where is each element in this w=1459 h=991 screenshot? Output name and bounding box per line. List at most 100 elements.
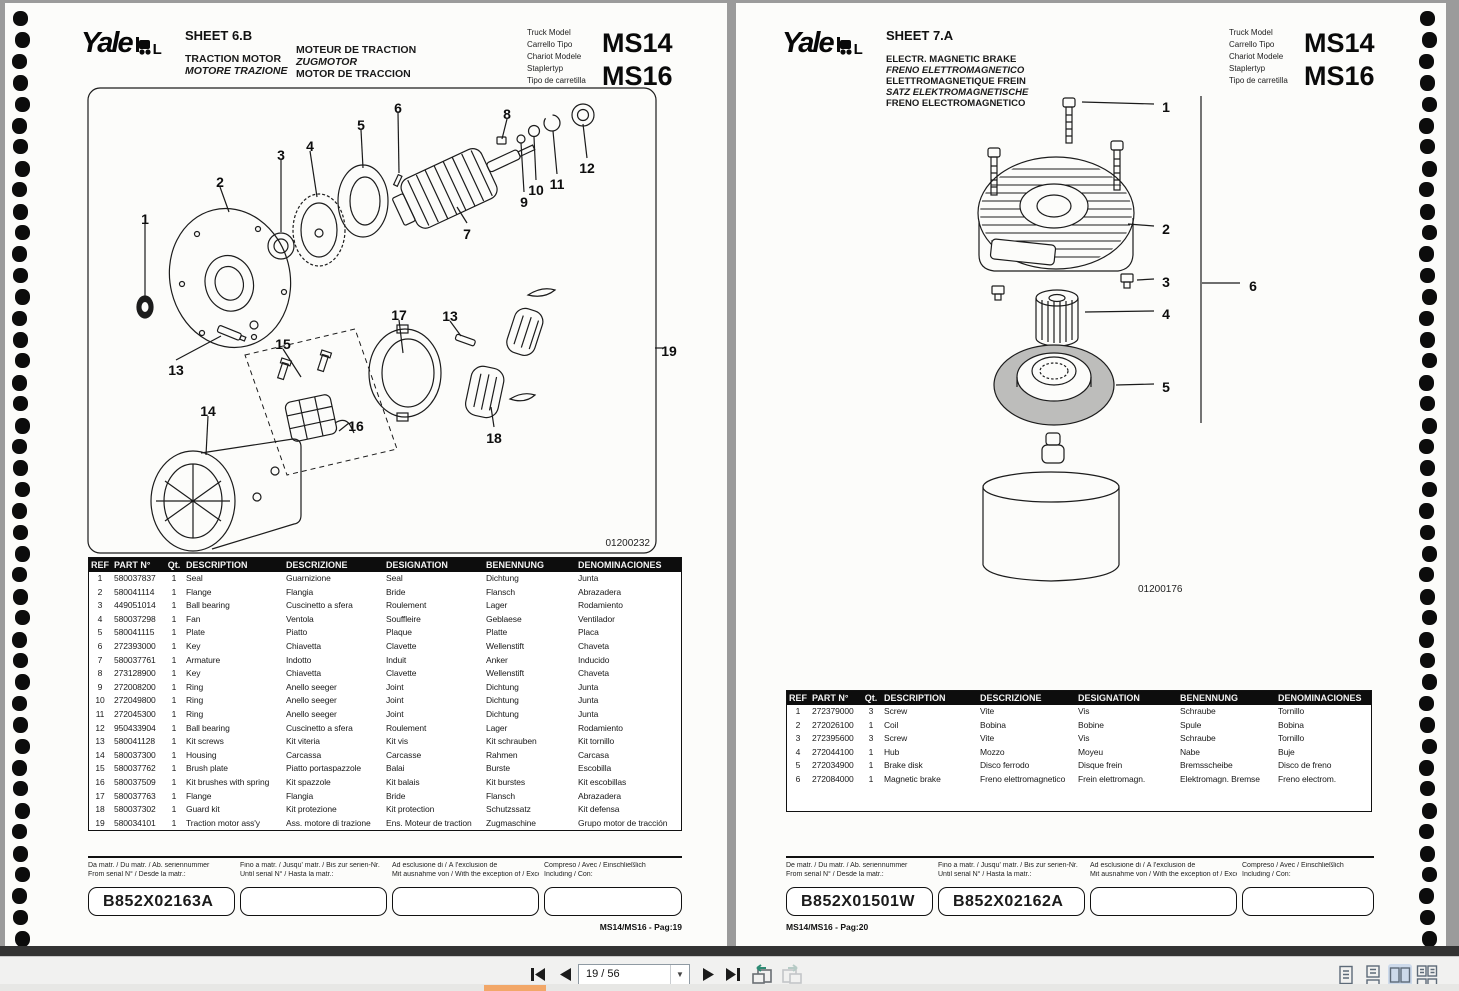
binding-hole [15, 610, 30, 626]
binding-hole [1420, 588, 1435, 605]
table-cell: Freno elettromagnetico [980, 773, 1066, 784]
sheet-number: SHEET 6.B [185, 28, 253, 43]
next-view-button[interactable] [780, 964, 806, 984]
binding-hole [1422, 353, 1437, 369]
callout-leader-line [309, 150, 318, 198]
binding-hole [12, 182, 27, 198]
serial-label-line: Ad esclusione di / À l'exclusion de [392, 862, 498, 869]
table-cell: 1 [171, 708, 177, 719]
table-cell: 580041115 [114, 627, 155, 638]
table-cell: 1 [171, 722, 177, 733]
table-cell: 12 [95, 722, 105, 733]
table-cell: Roulement [386, 722, 427, 733]
table-cell: Clavette [386, 640, 417, 651]
page-number-combobox[interactable]: 19 / 56 ▼ [578, 964, 690, 985]
column-header: BENENNUNG [1180, 693, 1239, 703]
table-cell: 13 [95, 736, 105, 747]
table-cell: Screw [884, 706, 908, 716]
title-de: SATZ ELEKTROMAGNETISCHE [886, 87, 1029, 98]
binding-hole [12, 695, 27, 711]
binding-hole [15, 674, 30, 691]
table-cell: Schraube [1180, 706, 1216, 716]
table-cell: 580034101 [114, 817, 156, 828]
table-cell: Anello seeger [286, 695, 337, 706]
column-header: Qt. [864, 693, 878, 703]
binding-hole [1422, 289, 1437, 306]
serial-label-line: Da matr. / Du matr. / Ab. seriennummer [88, 862, 210, 869]
binding-hole [1419, 439, 1434, 454]
table-cell: 272026100 [812, 719, 854, 730]
binding-hole [1422, 610, 1437, 626]
two-page-scroll-view-button[interactable] [1415, 964, 1439, 986]
table-cell: Abrazadera [578, 790, 621, 801]
table-cell: 1 [171, 804, 177, 815]
binding-hole [1420, 332, 1435, 348]
table-cell: Kit vis [386, 736, 408, 747]
table-cell: Anello seeger [286, 681, 337, 692]
table-cell: 1 [171, 573, 177, 583]
table-cell: Vite [980, 706, 995, 716]
table-cell: 580037761 [114, 654, 156, 665]
callout-number: 7 [463, 226, 471, 242]
table-cell: Grupo motor de tracción [578, 817, 668, 828]
column-header: DENOMINACIONES [578, 560, 662, 570]
binding-hole [15, 289, 30, 306]
title-es: MOTOR DE TRACCION [296, 68, 411, 80]
previous-page-button[interactable] [556, 965, 576, 983]
table-cell: 580037837 [114, 573, 156, 583]
continuous-scroll-view-button[interactable] [1361, 964, 1385, 986]
table-cell: Chiavetta [286, 668, 322, 679]
table-cell: 9 [97, 681, 103, 692]
next-page-button[interactable] [698, 965, 718, 983]
table-cell: Piatto [286, 627, 308, 638]
callout-number: 8 [503, 106, 511, 122]
table-cell: 273128900 [114, 668, 156, 679]
table-cell: Plaque [386, 627, 412, 638]
serial-label-line: From serial N° / Desde la matr.: [786, 870, 884, 878]
binding-hole [12, 631, 27, 648]
single-page-view-button[interactable] [1334, 964, 1358, 986]
binding-hole [1419, 310, 1434, 326]
binding-hole [1420, 909, 1435, 925]
table-cell: 6 [795, 773, 801, 784]
two-page-view-button[interactable] [1388, 964, 1412, 986]
last-page-button[interactable] [722, 965, 742, 983]
binding-hole [13, 203, 28, 220]
table-cell: 17 [95, 790, 105, 801]
table-cell: Escobilla [578, 763, 612, 774]
table-cell: 1 [171, 613, 177, 624]
previous-view-button[interactable] [748, 964, 774, 984]
table-cell: Dichtung [486, 708, 519, 719]
binding-hole [1422, 160, 1437, 177]
binding-hole [13, 75, 28, 92]
table-cell: Moyeu [1078, 746, 1104, 757]
binding-hole [1420, 203, 1435, 220]
table-cell: 449051014 [114, 600, 156, 611]
table-cell: Frein elettromagn. [1078, 773, 1146, 784]
callout-leader-line [1127, 223, 1155, 227]
model-ms16: MS16 [602, 61, 673, 91]
title-de: ZUGMOTOR [296, 56, 358, 68]
table-cell: Plate [186, 627, 205, 638]
callout-leader-line [397, 112, 400, 174]
table-cell: Ens. Moteur de traction [386, 817, 472, 828]
table-cell: Spule [1180, 719, 1202, 730]
table-cell: Cuscinetto a sfera [286, 600, 353, 611]
table-cell: 19 [95, 817, 105, 828]
table-cell: 1 [171, 586, 177, 597]
serial-label-group: Fino a matr. / Jusqu' matr. / Bis zur se… [938, 862, 1085, 879]
binding-hole [15, 546, 30, 562]
scrollbar-track[interactable] [1446, 0, 1459, 948]
table-cell: 580041128 [114, 736, 156, 747]
title-it: MOTORE TRAZIONE [185, 65, 288, 77]
chevron-down-icon[interactable]: ▼ [670, 965, 689, 984]
table-cell: 950433904 [114, 722, 156, 733]
first-page-button[interactable] [528, 965, 548, 983]
